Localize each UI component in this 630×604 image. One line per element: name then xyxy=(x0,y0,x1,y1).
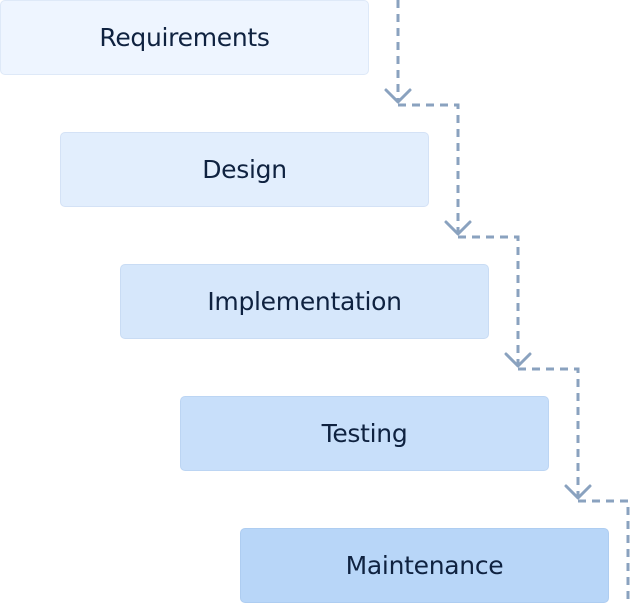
stage-testing: Testing xyxy=(180,396,549,471)
stage-label: Implementation xyxy=(207,287,402,316)
stage-implementation: Implementation xyxy=(120,264,489,339)
stage-label: Design xyxy=(202,155,287,184)
stage-design: Design xyxy=(60,132,429,207)
connector-requirements-design xyxy=(384,0,412,104)
stage-label: Testing xyxy=(321,419,408,448)
stage-label: Requirements xyxy=(99,23,270,52)
stage-label: Maintenance xyxy=(345,551,504,580)
stage-maintenance: Maintenance xyxy=(240,528,609,603)
stage-requirements: Requirements xyxy=(0,0,369,75)
